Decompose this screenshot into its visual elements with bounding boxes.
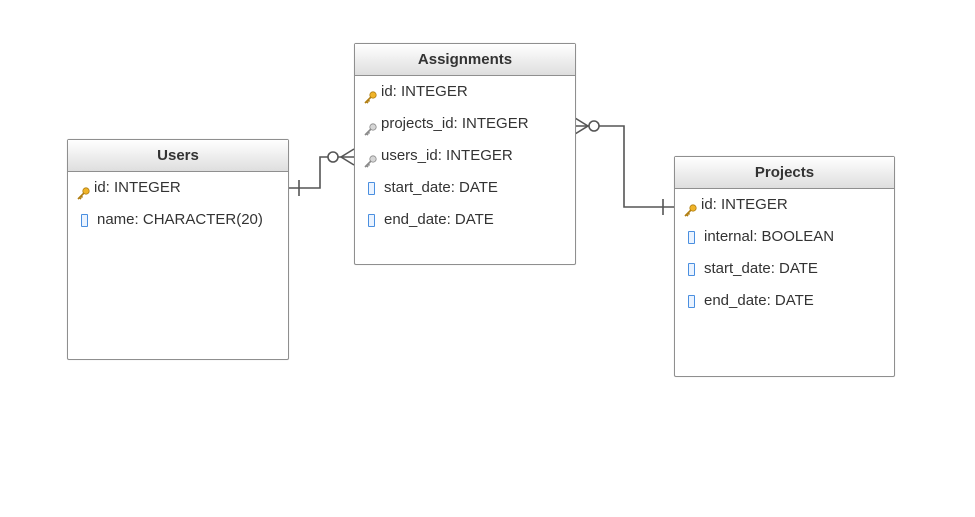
primary-key-icon [76, 181, 90, 200]
column-icon [81, 213, 88, 227]
field-row[interactable]: users_id: INTEGER [355, 140, 575, 172]
primary-key-icon [363, 85, 377, 104]
field-label: start_date: DATE [704, 260, 818, 277]
field-label: internal: BOOLEAN [704, 228, 835, 245]
foreign-key-icon [363, 117, 377, 136]
field-label: users_id: INTEGER [381, 147, 513, 164]
relationship-projects-assignments[interactable] [574, 117, 674, 215]
field-row[interactable]: id: INTEGER [68, 172, 288, 204]
field-label: name: CHARACTER(20) [97, 211, 263, 228]
field-row[interactable]: start_date: DATE [675, 253, 894, 285]
field-row[interactable]: internal: BOOLEAN [675, 221, 894, 253]
zero-marker [588, 120, 600, 132]
field-row[interactable]: projects_id: INTEGER [355, 108, 575, 140]
field-row[interactable]: end_date: DATE [355, 204, 575, 236]
entity-assignments[interactable]: Assignments id: INTEGER projects_id: INT… [354, 43, 576, 265]
column-icon [368, 213, 375, 227]
field-label: end_date: DATE [384, 211, 494, 228]
field-row[interactable]: name: CHARACTER(20) [68, 204, 288, 236]
column-icon [688, 294, 695, 308]
field-label: id: INTEGER [381, 83, 468, 100]
entity-projects[interactable]: Projects id: INTEGER internal: BOOLEAN s… [674, 156, 895, 377]
crowfoot-bottom [340, 156, 355, 166]
entity-users[interactable]: Users id: INTEGER name: CHARACTER(20) [67, 139, 289, 360]
crowfoot-top [574, 117, 589, 127]
relationship-users-assignments[interactable] [288, 148, 355, 196]
field-label: projects_id: INTEGER [381, 115, 529, 132]
field-row[interactable]: id: INTEGER [675, 189, 894, 221]
foreign-key-icon [363, 149, 377, 168]
field-label: start_date: DATE [384, 179, 498, 196]
column-icon [688, 230, 695, 244]
crowfoot-bottom [574, 125, 589, 135]
field-label: id: INTEGER [94, 179, 181, 196]
primary-key-icon [683, 198, 697, 217]
crowfoot-top [340, 148, 355, 158]
entity-title: Users [68, 140, 288, 172]
field-label: end_date: DATE [704, 292, 814, 309]
entity-title: Projects [675, 157, 894, 189]
field-label: id: INTEGER [701, 196, 788, 213]
column-icon [688, 262, 695, 276]
entity-title: Assignments [355, 44, 575, 76]
zero-marker [327, 151, 339, 163]
field-row[interactable]: start_date: DATE [355, 172, 575, 204]
field-row[interactable]: end_date: DATE [675, 285, 894, 317]
column-icon [368, 181, 375, 195]
field-row[interactable]: id: INTEGER [355, 76, 575, 108]
